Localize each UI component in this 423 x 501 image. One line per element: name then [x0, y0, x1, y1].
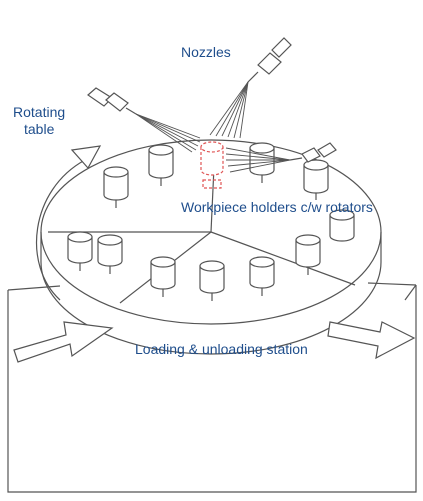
workpiece-holder [150, 256, 176, 297]
workpiece-holders [67, 141, 355, 301]
loading-station-label: Loading & unloading station [135, 341, 308, 357]
workpiece-holder [303, 159, 329, 200]
loading-arrow-icon [13, 321, 114, 363]
rotating-table-label-line1: Rotating [13, 104, 66, 120]
unloading-arrow-icon [327, 321, 416, 360]
workpiece-holder [67, 231, 93, 271]
nozzles-label: Nozzles [181, 44, 231, 60]
rotation-arrow-icon [35, 145, 102, 301]
nozzle-right [289, 142, 337, 163]
workpiece-holder [249, 142, 275, 183]
rotating-table-label: Rotating table [13, 104, 65, 138]
spray-left [135, 113, 201, 153]
workpiece-holder [295, 234, 321, 275]
nozzles [87, 37, 337, 173]
workpiece-holder [103, 166, 129, 208]
nozzle-top [247, 37, 292, 83]
rotating-table-label-line2: table [24, 121, 55, 137]
spray-top [209, 81, 249, 139]
workpiece-holder [148, 144, 174, 186]
nozzle-left [87, 87, 137, 115]
workpiece-holder-highlighted [200, 141, 224, 189]
workpiece-holder [249, 256, 275, 296]
workpiece-holder [329, 209, 355, 242]
workpiece-holders-label: Workpiece holders c/w rotators [181, 199, 373, 215]
workpiece-holder [199, 260, 225, 301]
spray-right [225, 147, 291, 173]
workpiece-holder [97, 234, 123, 274]
